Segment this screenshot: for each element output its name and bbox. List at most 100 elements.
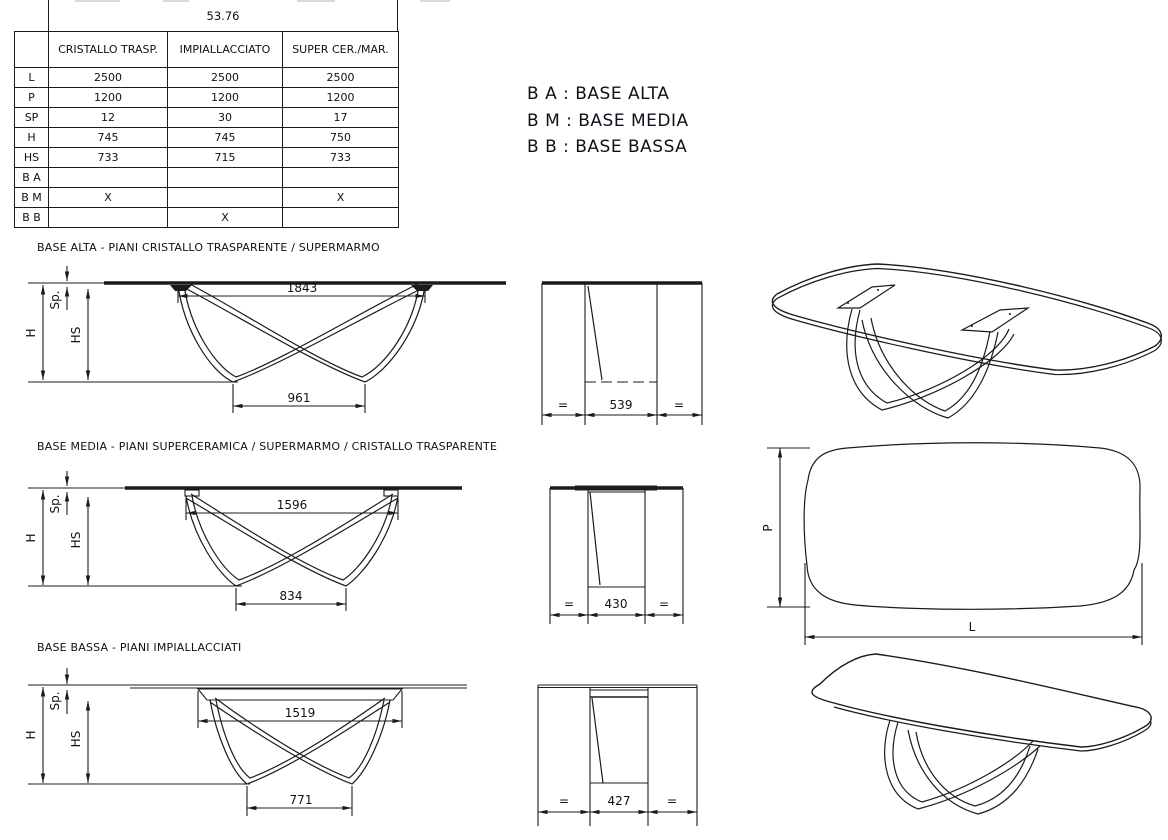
legend: B A : BASE ALTA B M : BASE MEDIA B B : B… [527, 81, 689, 161]
front-view-base-alta: H HS Sp. 1843 961 [24, 266, 506, 413]
spec-cell [48, 167, 168, 188]
spec-cell: 2500 [282, 67, 399, 88]
dim-bottom-span: 771 [290, 793, 313, 807]
front-view-base-bassa: H HS Sp. 1519 771 [24, 668, 467, 816]
table-row: HS 733 715 733 [14, 147, 399, 168]
equal-label: = [558, 398, 568, 412]
dim-bottom-span: 834 [280, 589, 303, 603]
legend-line-base-media: B M : BASE MEDIA [527, 110, 689, 131]
cropped-artifact [297, 0, 335, 2]
leg-paths [884, 719, 1041, 815]
leg-paths [177, 282, 426, 383]
table-row: H 745 745 750 [14, 127, 399, 148]
equal-label: = [674, 398, 684, 412]
spec-cell: 745 [167, 127, 283, 148]
sp-label: Sp. [48, 494, 62, 513]
spec-corner-cell [14, 31, 49, 68]
spec-header-row: CRISTALLO TRASP. IMPIALLACCIATO SUPER CE… [14, 31, 399, 68]
spec-cell: 750 [282, 127, 399, 148]
spec-row-label: P [14, 87, 49, 108]
spec-cell: 733 [282, 147, 399, 168]
dim-top-span: 1596 [277, 498, 308, 512]
spec-cell [282, 207, 399, 228]
spec-row-label: B M [14, 187, 49, 208]
sp-label: Sp. [48, 290, 62, 309]
spec-cell: 12 [48, 107, 168, 128]
legend-line-base-bassa: B B : BASE BASSA [527, 137, 688, 157]
sp-label: Sp. [48, 691, 62, 710]
equal-label: = [564, 597, 574, 611]
table-row: B B X [14, 207, 399, 228]
hs-label: HS [69, 532, 83, 549]
dim-base-width: 427 [608, 794, 631, 808]
dim-top-span: 1519 [285, 706, 316, 720]
table-row: SP 12 30 17 [14, 107, 399, 128]
section-title-base-bassa: BASE BASSA - PIANI IMPIALLACCIATI [37, 641, 242, 654]
spec-row-label: HS [14, 147, 49, 168]
spec-table: 53.76 CRISTALLO TRASP. IMPIALLACCIATO SU… [14, 0, 399, 228]
spec-cell: 30 [167, 107, 283, 128]
glass-top [771, 263, 1162, 376]
leg-mounts [835, 284, 1031, 333]
model-code: 53.76 [48, 0, 398, 31]
spec-cell [48, 207, 168, 228]
table-row: L 2500 2500 2500 [14, 67, 399, 88]
spec-cell: 1200 [48, 87, 168, 108]
spec-cell: 1200 [282, 87, 399, 108]
side-view-base-bassa: = 427 = [537, 684, 698, 826]
dim-base-width: 430 [605, 597, 628, 611]
depth-label: P [761, 524, 775, 531]
spec-col-header: SUPER CER./MAR. [282, 31, 399, 68]
spec-cell: 1200 [167, 87, 283, 108]
spec-cell: 17 [282, 107, 399, 128]
h-label: H [24, 533, 38, 542]
cropped-artifact [420, 0, 450, 2]
plan-view-tabletop: P L [761, 442, 1143, 645]
length-label: L [969, 620, 976, 634]
spec-cell: X [167, 207, 283, 228]
spec-row-label: SP [14, 107, 49, 128]
spec-cell [167, 187, 283, 208]
h-label: H [24, 328, 38, 337]
side-view-base-media: = 430 = [549, 485, 684, 624]
leg-paths [846, 308, 1015, 419]
leg-profile [591, 697, 604, 784]
spec-cell: X [282, 187, 399, 208]
front-view-base-media: H HS Sp. 1596 834 [24, 471, 462, 611]
spec-cell: 733 [48, 147, 168, 168]
table-row: B A [14, 167, 399, 188]
spec-cell: 745 [48, 127, 168, 148]
h-label: H [24, 730, 38, 739]
dim-bottom-span: 961 [288, 391, 311, 405]
equal-label: = [559, 794, 569, 808]
leg-mount-plate [196, 688, 404, 701]
side-view-base-alta: = 539 = [541, 281, 703, 425]
equal-label: = [667, 794, 677, 808]
legend-line-base-alta: B A : BASE ALTA [527, 84, 670, 104]
dim-base-width: 539 [610, 398, 633, 412]
spec-col-header: IMPIALLACCIATO [167, 31, 283, 68]
cropped-artifact [163, 0, 189, 2]
spec-cell [282, 167, 399, 188]
solid-top [811, 653, 1152, 752]
spec-cell: 2500 [167, 67, 283, 88]
tabletop-outline [803, 442, 1141, 610]
hs-label: HS [69, 731, 83, 748]
spec-row-label: H [14, 127, 49, 148]
spec-cell [167, 167, 283, 188]
table-row: P 1200 1200 1200 [14, 87, 399, 108]
hs-label: HS [69, 327, 83, 344]
section-title-base-alta: BASE ALTA - PIANI CRISTALLO TRASPARENTE … [37, 241, 380, 254]
cropped-artifact [75, 0, 120, 2]
spec-cell: 2500 [48, 67, 168, 88]
leg-mount [383, 489, 399, 497]
spec-col-header: CRISTALLO TRASP. [48, 31, 168, 68]
spec-cell: 715 [167, 147, 283, 168]
dim-top-span: 1843 [287, 281, 318, 295]
leg-paths [185, 493, 399, 587]
spec-row-label: L [14, 67, 49, 88]
iso-view-base-bassa [811, 653, 1152, 815]
table-row: B M X X [14, 187, 399, 208]
leg-profile [589, 491, 601, 586]
